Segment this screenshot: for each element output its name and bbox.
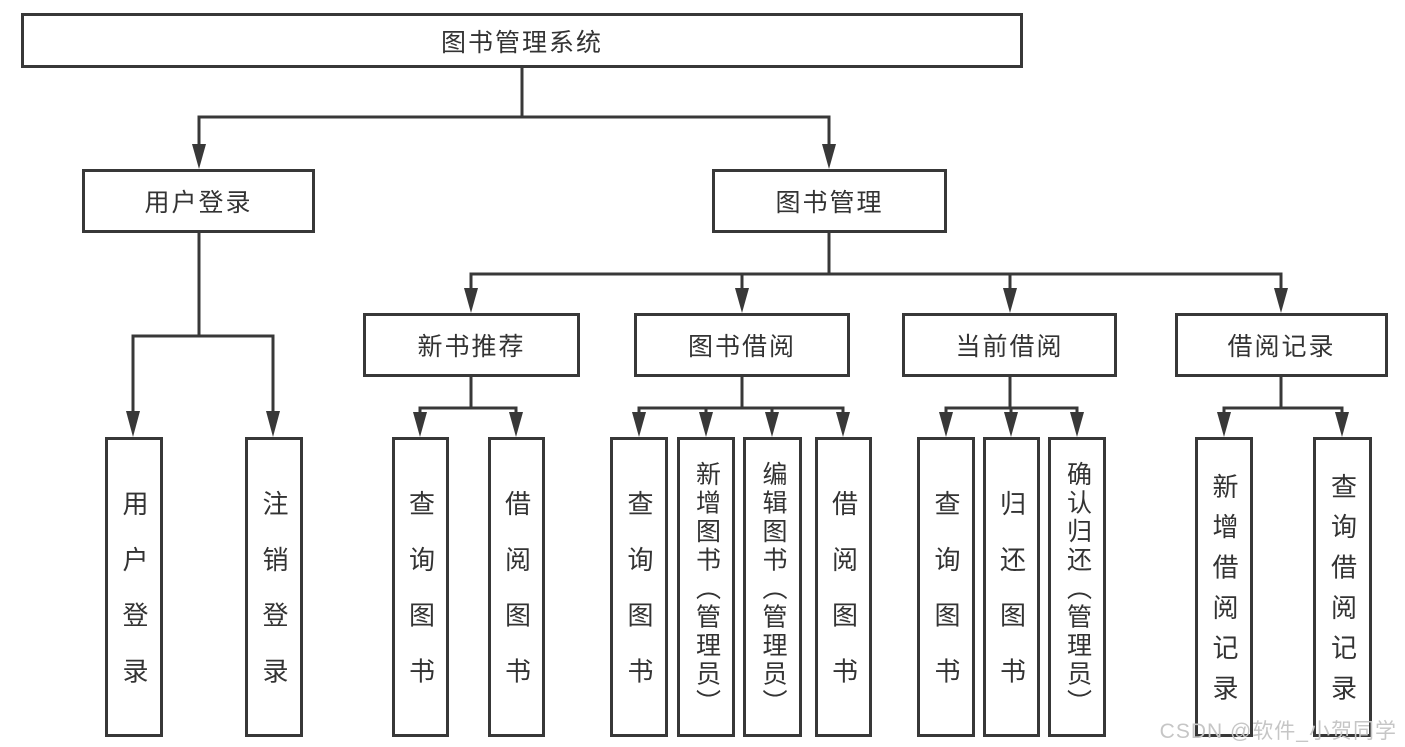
leaf-confirm-return-admin: 确认归还（管理员）	[1048, 437, 1106, 737]
leaf-query-books-recommend-label: 查询图书	[405, 490, 436, 714]
connector-current-borrow	[939, 373, 1084, 437]
leaf-borrow-books-recommend: 借阅图书	[488, 437, 545, 737]
leaf-borrow-books: 借阅图书	[815, 437, 872, 737]
leaf-add-books-admin: 新增图书（管理员）	[677, 437, 735, 737]
leaf-query-books-current: 查询图书	[917, 437, 975, 737]
leaf-query-books-current-label: 查询图书	[931, 490, 961, 714]
leaf-logout-label: 注销登录	[259, 490, 289, 714]
leaf-borrow-books-label: 借阅图书	[828, 490, 859, 714]
leaf-return-books-label: 归还图书	[996, 490, 1027, 714]
node-new-book-recommend: 新书推荐	[363, 313, 580, 377]
leaf-user-login: 用户登录	[105, 437, 163, 737]
leaf-user-login-label: 用户登录	[119, 490, 149, 714]
node-library-system-label: 图书管理系统	[440, 28, 603, 57]
leaf-query-borrow-record-label: 查询借阅记录	[1327, 473, 1358, 716]
leaf-query-books-recommend: 查询图书	[392, 437, 449, 737]
connector-borrow-records	[1217, 373, 1349, 437]
node-library-system: 图书管理系统	[21, 13, 1023, 68]
leaf-add-borrow-record-label: 新增借阅记录	[1209, 473, 1239, 716]
node-current-borrow: 当前借阅	[902, 313, 1117, 377]
node-borrow-records: 借阅记录	[1175, 313, 1388, 377]
connector-user-login	[126, 229, 280, 437]
node-borrow-records-label: 借阅记录	[1227, 333, 1336, 361]
leaf-edit-books-admin: 编辑图书（管理员）	[743, 437, 802, 737]
node-current-borrow-label: 当前借阅	[955, 333, 1064, 361]
leaf-add-books-admin-label: 新增图书（管理员）	[692, 460, 721, 718]
node-book-management-label: 图书管理	[775, 189, 884, 217]
node-user-login: 用户登录	[82, 169, 315, 233]
node-user-login-label: 用户登录	[144, 189, 253, 217]
csdn-watermark: CSDN @软件_小贺同学	[1159, 720, 1397, 743]
connector-book-borrow	[632, 373, 850, 437]
node-book-borrow-label: 图书借阅	[687, 333, 796, 361]
node-new-book-recommend-label: 新书推荐	[417, 333, 526, 361]
connector-new-book	[413, 373, 523, 437]
node-book-borrow: 图书借阅	[634, 313, 850, 377]
connector-book-management	[464, 229, 1288, 313]
leaf-query-books-borrow-label: 查询图书	[624, 490, 654, 714]
leaf-logout: 注销登录	[245, 437, 303, 737]
leaf-add-borrow-record: 新增借阅记录	[1195, 437, 1253, 737]
leaf-confirm-return-admin-label: 确认归还（管理员）	[1063, 460, 1092, 718]
node-book-management: 图书管理	[712, 169, 947, 233]
leaf-query-borrow-record: 查询借阅记录	[1313, 437, 1372, 737]
connector-root	[192, 66, 836, 169]
leaf-query-books-borrow: 查询图书	[610, 437, 668, 737]
leaf-borrow-books-recommend-label: 借阅图书	[501, 490, 532, 714]
leaf-return-books: 归还图书	[983, 437, 1040, 737]
leaf-edit-books-admin-label: 编辑图书（管理员）	[759, 460, 787, 718]
